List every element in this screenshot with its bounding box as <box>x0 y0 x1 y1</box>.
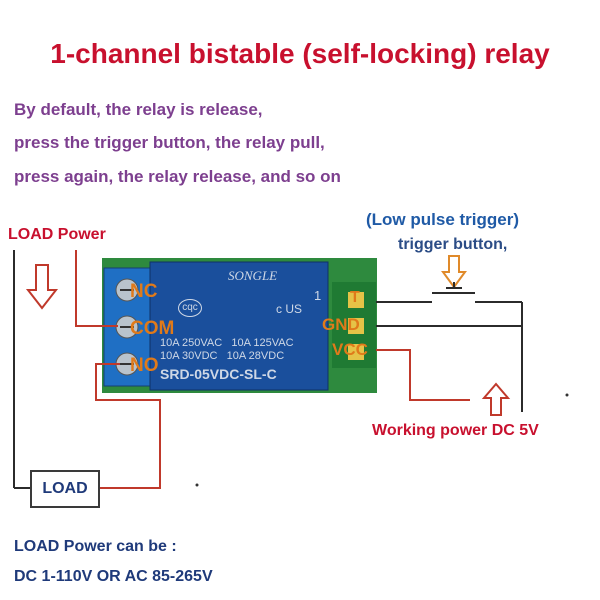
relay-model: SRD-05VDC-SL-C <box>160 366 277 382</box>
load-power-label: LOAD Power <box>8 226 106 243</box>
load-power-note-2: DC 1-110V OR AC 85-265V <box>14 568 213 585</box>
ul-mark: c US <box>276 302 303 316</box>
cqc-mark: cqc <box>178 299 202 317</box>
pin-label-gnd: GND <box>322 315 360 334</box>
com-wire <box>75 250 118 327</box>
trigger-arrow-icon <box>441 255 467 289</box>
load-power-note-1: LOAD Power can be : <box>14 538 177 555</box>
relay-body <box>149 261 329 391</box>
description-line-2: press the trigger button, the relay pull… <box>14 133 325 152</box>
pin-label-nc: NC <box>130 281 158 302</box>
relay-brand: SONGLE <box>228 268 278 283</box>
relay-rating-2: 10A 30VDC 10A 28VDC <box>160 350 285 362</box>
header-pin-t <box>348 292 364 308</box>
pin-label-no: NO <box>130 355 159 376</box>
no-wire <box>95 363 161 489</box>
relay-number: 1 <box>314 288 322 303</box>
relay-rating-1: 10A 250VAC 10A 125VAC <box>160 337 294 349</box>
load-power-arrow-icon <box>25 264 59 310</box>
pin-label-com: COM <box>130 318 175 339</box>
pin-label-t: T <box>350 289 360 306</box>
description-line-1: By default, the relay is release, <box>14 100 263 119</box>
description-line-3: press again, the relay release, and so o… <box>14 167 341 186</box>
diagram-title: 1-channel bistable (self-locking) relay <box>50 38 550 69</box>
working-power-arrow-icon <box>481 382 511 416</box>
header-pin-vcc <box>348 344 364 360</box>
working-power-label: Working power DC 5V <box>372 422 539 439</box>
trigger-mode-label: (Low pulse trigger) <box>366 210 519 229</box>
header-pin-gnd <box>348 318 364 334</box>
vcc-wire <box>376 349 470 401</box>
load-box: LOAD <box>30 470 100 508</box>
trigger-button-label: trigger button, <box>398 236 508 253</box>
pin-label-vcc: VCC <box>332 340 368 359</box>
